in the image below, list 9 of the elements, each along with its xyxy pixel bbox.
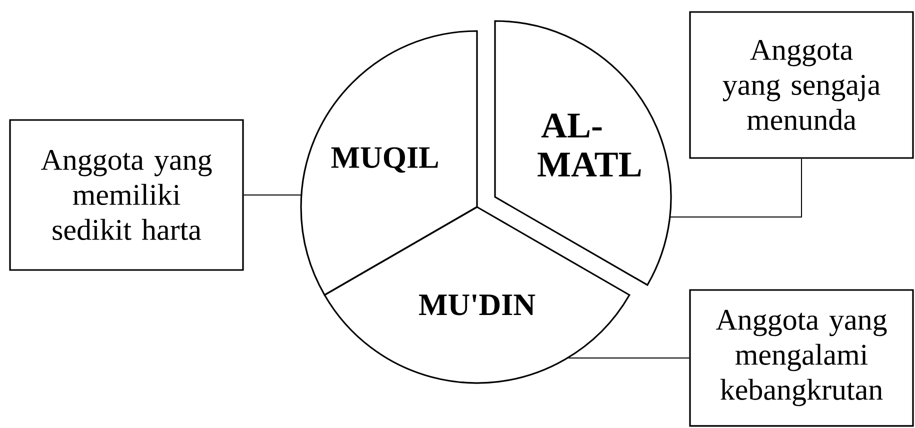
pie-slice: AL-MATL [494,20,672,286]
leader-line [566,357,690,358]
leader-line [669,158,802,218]
text-box: Anggota yang memiliki sedikit harta [9,119,244,271]
text-box: Anggota yang mengalami kebangkrutan [689,289,914,427]
leader-line [243,194,302,196]
pie-slice: MU'DIN [324,206,630,384]
pie-slice: MUQIL [300,30,478,296]
text-box: Anggota yang sengaja menunda [689,11,914,159]
